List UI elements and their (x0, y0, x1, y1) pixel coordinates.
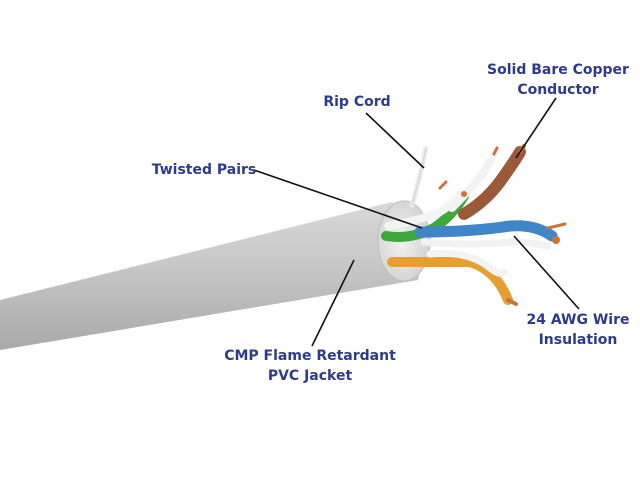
blue-white-wire (424, 242, 548, 246)
blue-wire (420, 226, 552, 236)
twisted-pairs-text: Twisted Pairs (144, 160, 264, 180)
copper-conductor-label: Solid Bare Copper Conductor (483, 60, 633, 100)
insulation-line-2: Insulation (518, 330, 638, 350)
copper-leader (516, 98, 556, 158)
insulation-line-1: 24 AWG Wire (518, 310, 638, 330)
jacket-line-1: CMP Flame Retardant (220, 346, 400, 366)
wire-insulation-label: 24 AWG Wire Insulation (518, 310, 638, 350)
pvc-jacket (0, 202, 420, 350)
jacket-label: CMP Flame Retardant PVC Jacket (220, 346, 400, 386)
jacket-line-2: PVC Jacket (220, 366, 400, 386)
rip-cord-label: Rip Cord (297, 92, 417, 112)
copper-line-1: Solid Bare Copper (483, 60, 633, 80)
rip-cord-leader (366, 113, 424, 168)
copper-line-2: Conductor (483, 80, 633, 100)
rip-cord-text: Rip Cord (297, 92, 417, 112)
twisted-pairs-label: Twisted Pairs (144, 160, 264, 180)
